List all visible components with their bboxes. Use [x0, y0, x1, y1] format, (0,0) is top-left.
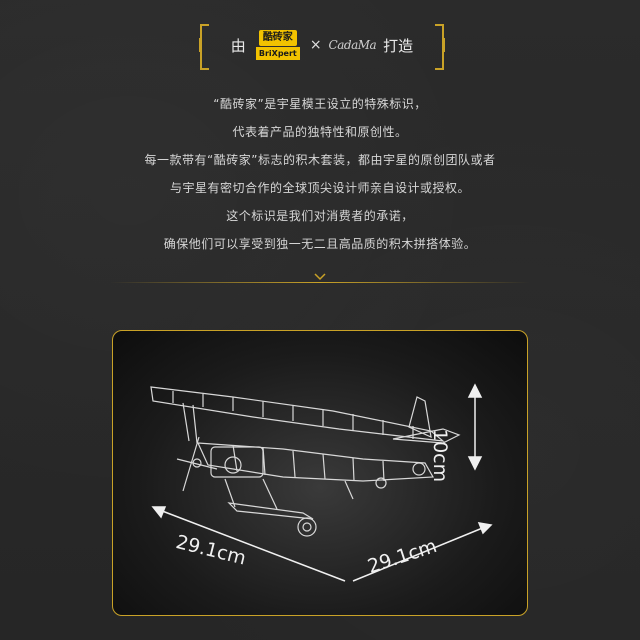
logo-chinese-name: 酷砖家	[258, 30, 297, 46]
intro-paragraph: “酷砖家”是宇星模王设立的特殊标识， 代表着产品的独特性和原创性。 每一款带有“…	[40, 90, 600, 258]
intro-line: 这个标识是我们对消费者的承诺，	[226, 209, 414, 223]
intro-line: 与宇星有密切合作的全球顶尖设计师亲自设计或授权。	[169, 181, 470, 195]
brixpert-logo: 酷砖家 BriXpert	[253, 28, 303, 62]
collab-cross: ×	[309, 37, 322, 53]
intro-line: 每一款带有“酷砖家”标志的积木套装，都由宇星的原创团队或者	[144, 153, 496, 167]
intro-line: 确保他们可以享受到独一无二且高品质的积木拼搭体验。	[163, 237, 477, 251]
brand-bar: 由 酷砖家 BriXpert × CadaMa 打造	[199, 24, 445, 70]
product-dimension-panel: 29.1cm 29.1cm 10cm	[112, 330, 528, 616]
airplane-illustration	[150, 383, 493, 582]
brand-suffix: 打造	[383, 36, 414, 55]
bracket-right-icon	[435, 24, 445, 70]
section-divider	[110, 282, 530, 283]
intro-line: “酷砖家”是宇星模王设立的特殊标识，	[213, 97, 427, 111]
height-dimension-label: 10cm	[429, 429, 451, 483]
designer-signature: CadaMa	[328, 38, 377, 52]
logo-english-name: BriXpert	[255, 47, 300, 60]
intro-line: 代表着产品的独特性和原创性。	[232, 125, 408, 139]
brand-prefix: 由	[230, 36, 246, 55]
bracket-left-icon	[199, 24, 209, 70]
divider-notch-icon	[314, 273, 326, 281]
